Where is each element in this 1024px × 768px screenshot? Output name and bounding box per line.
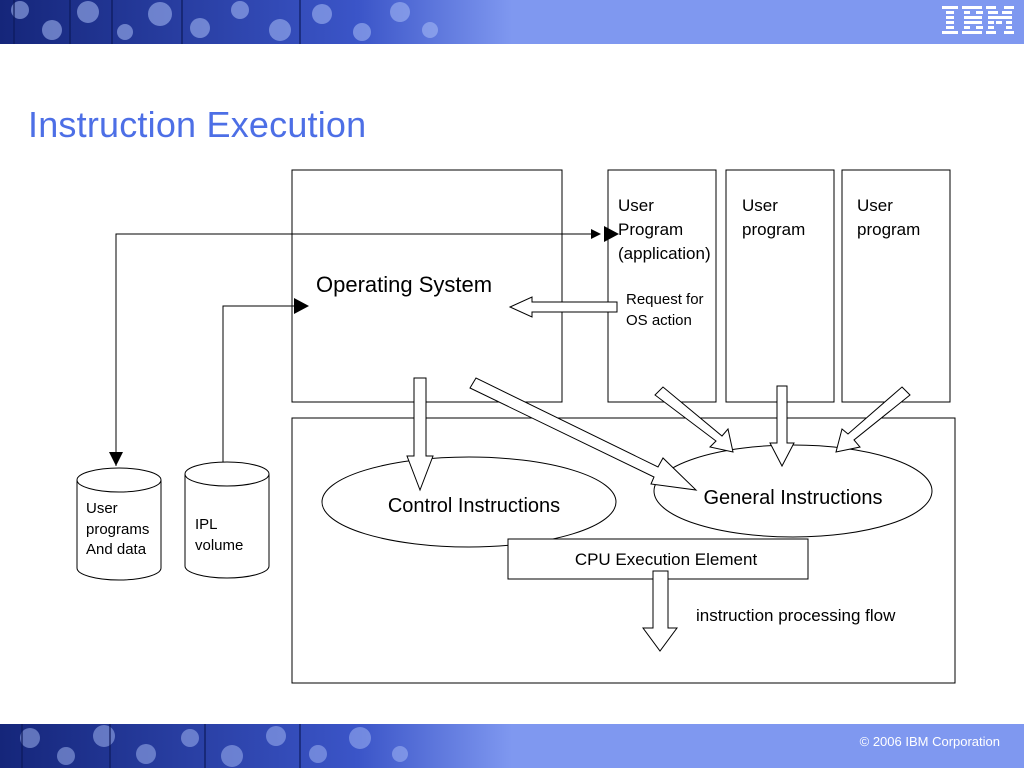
disk-user-line-3: And data — [86, 541, 147, 558]
user-program-box-1: User Program (application) — [607, 169, 717, 403]
request-label-line-2: OS action — [626, 312, 692, 329]
user-program-1-line-1: User — [618, 196, 654, 215]
os-box: Operating System — [291, 169, 563, 403]
cpu-execution-label: CPU Execution Element — [575, 550, 758, 569]
flow-label: instruction processing flow — [696, 606, 896, 625]
user-data-connector-arrowhead-down — [109, 452, 123, 466]
os-to-general-arrow — [469, 377, 698, 491]
bottom-banner — [0, 724, 1024, 768]
user-program-3-line-2: program — [857, 220, 920, 239]
user-program-1-line-2: Program — [618, 220, 683, 239]
ibm-logo — [942, 6, 1014, 34]
general-instructions-label: General Instructions — [704, 487, 883, 509]
program1-to-general-arrow — [654, 386, 734, 453]
request-arrow — [508, 296, 618, 318]
os-label: Operating System — [316, 272, 492, 297]
disk-ipl-line-1: IPL — [195, 516, 218, 533]
ipl-connector — [222, 305, 294, 462]
ipl-connector-arrowhead — [294, 298, 309, 314]
user-data-connector — [115, 229, 601, 466]
program2-to-general-arrow — [769, 385, 795, 468]
page-title: Instruction Execution — [28, 104, 367, 145]
control-instructions-ellipse: Control Instructions — [321, 456, 617, 548]
user-program-2-line-1: User — [742, 196, 778, 215]
user-program-box-2: User program — [725, 169, 835, 403]
disk-user-programs: User programs And data — [76, 467, 162, 581]
user-program-1-line-3: (application) — [618, 244, 711, 263]
program3-to-general-arrow — [835, 386, 911, 453]
general-instructions-ellipse: General Instructions — [653, 444, 933, 538]
user-program-3-line-1: User — [857, 196, 893, 215]
top-banner-graphic — [0, 0, 1024, 44]
user-program-2-line-2: program — [742, 220, 805, 239]
user-data-connector-arrowhead-right — [604, 226, 619, 242]
bottom-banner-graphic — [0, 724, 1024, 768]
os-to-control-arrow — [406, 377, 434, 492]
request-label-line-1: Request for — [626, 291, 704, 308]
disk-ipl-volume: IPL volume — [184, 461, 270, 579]
disk-user-line-2: programs — [86, 521, 149, 538]
disk-user-line-1: User — [86, 500, 118, 517]
top-banner — [0, 0, 1024, 44]
control-instructions-label: Control Instructions — [388, 495, 560, 517]
copyright-text: © 2006 IBM Corporation — [859, 734, 1000, 749]
user-program-box-3: User program — [841, 169, 951, 403]
disk-ipl-line-2: volume — [195, 537, 243, 554]
processing-flow-arrow — [642, 570, 678, 652]
